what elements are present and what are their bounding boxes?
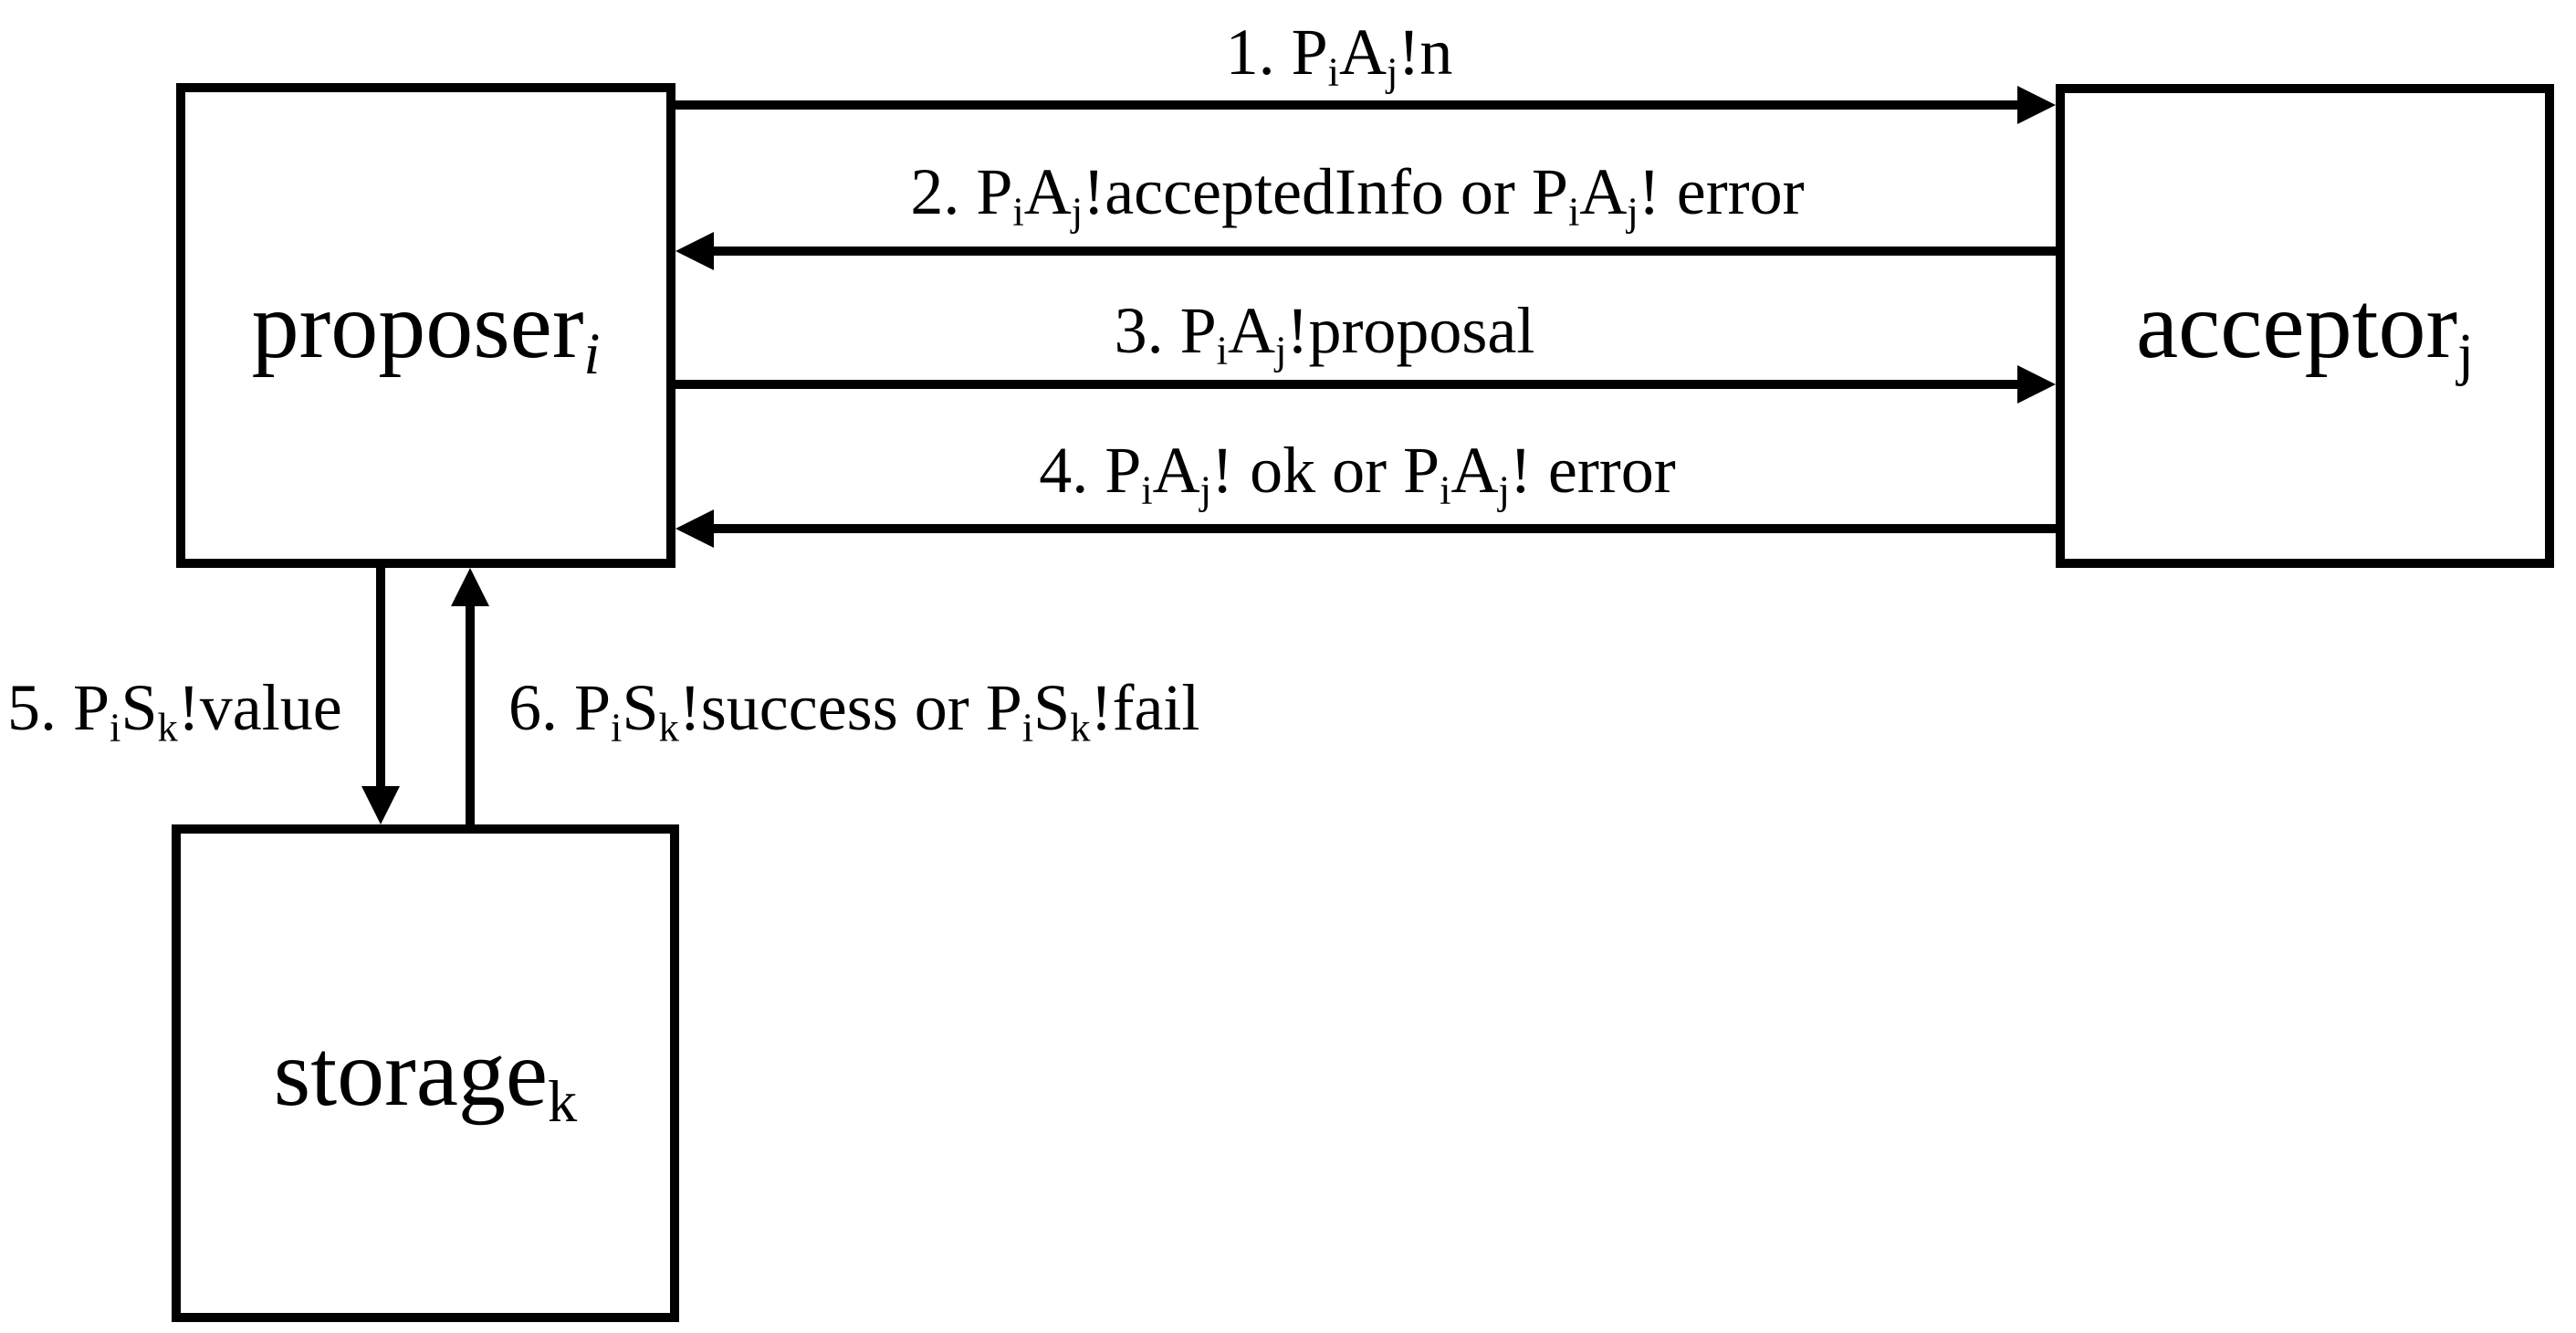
message-3-arrowhead-right-icon	[2017, 365, 2056, 404]
message-6-label: 6. PiSk!success or PiSk!fail	[508, 671, 1200, 750]
message-5-arrow-line	[376, 568, 385, 792]
message-4-arrow-line	[710, 524, 2056, 533]
storage-box: storagek	[172, 824, 679, 1322]
storage-label: storagek	[273, 1020, 578, 1134]
message-6-arrowhead-up-icon	[451, 568, 489, 606]
message-5-label: 5. PiSk!value	[7, 671, 342, 750]
message-4-label: 4. PiAj! ok or PiAj! error	[1039, 434, 1676, 513]
message-5-arrowhead-down-icon	[361, 786, 400, 824]
message-1-arrowhead-right-icon	[2017, 86, 2056, 124]
message-3-arrow-line	[675, 380, 2021, 389]
message-1-label: 1. PiAj!n	[1225, 16, 1453, 95]
message-4-arrowhead-left-icon	[675, 509, 714, 548]
message-2-arrow-line	[710, 247, 2056, 256]
acceptor-box: acceptorj	[2056, 84, 2554, 568]
message-6-arrow-line	[466, 603, 475, 824]
message-2-label: 2. PiAj!acceptedInfo or PiAj! error	[910, 155, 1805, 235]
message-2-arrowhead-left-icon	[675, 232, 714, 270]
message-3-label: 3. PiAj!proposal	[1114, 294, 1535, 373]
proposer-label: proposeri	[251, 272, 601, 386]
message-1-arrow-line	[675, 100, 2021, 110]
proposer-box: proposeri	[176, 83, 675, 568]
acceptor-label: acceptorj	[2135, 273, 2475, 387]
